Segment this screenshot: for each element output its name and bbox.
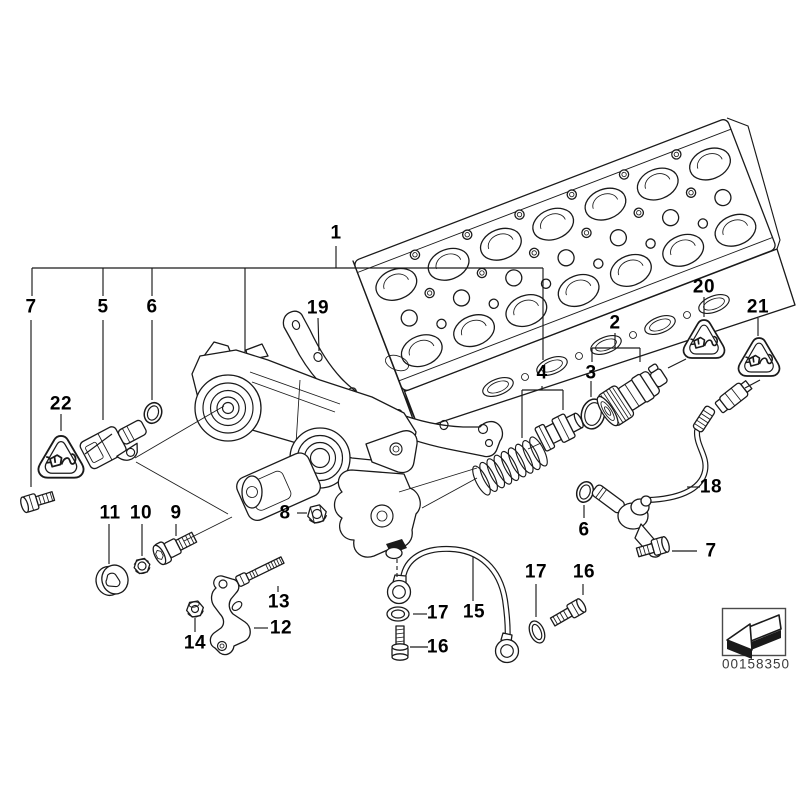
callout-13[interactable]: 13 <box>267 591 291 613</box>
timing-cover-vanos-drawing <box>191 341 421 560</box>
callout-15[interactable]: 15 <box>462 601 486 623</box>
callout-2[interactable]: 2 <box>609 312 621 334</box>
electrical-plug-cable-warning-icon <box>690 335 718 349</box>
callout-16-left[interactable]: 16 <box>426 636 450 658</box>
solenoid-valve-2-drawing <box>596 363 668 427</box>
callout-14[interactable]: 14 <box>183 632 207 654</box>
cable-boot <box>692 405 716 433</box>
callout-18[interactable]: 18 <box>699 476 723 498</box>
head-intake-ports <box>385 294 730 397</box>
callout-6-top[interactable]: 6 <box>146 296 158 318</box>
nut-14-drawing <box>185 600 205 618</box>
nut-8-drawing <box>307 504 328 524</box>
warning-triangle-22 <box>37 434 85 479</box>
cylinder-head-drawing <box>352 117 796 431</box>
camshaft-sensor-5-drawing <box>79 419 147 470</box>
warning-triangle-21 <box>737 337 781 377</box>
callout-12[interactable]: 12 <box>269 617 293 639</box>
banjo-bolt-16-left-drawing <box>391 625 409 661</box>
callout-7-top[interactable]: 7 <box>25 296 37 318</box>
callout-7-right[interactable]: 7 <box>705 540 717 562</box>
callout-11[interactable]: 11 <box>99 502 121 524</box>
washer-17-right-drawing <box>528 620 546 644</box>
callout-20[interactable]: 20 <box>692 276 716 298</box>
part-number: 00158350 <box>721 656 791 672</box>
callout-1[interactable]: 1 <box>330 222 342 244</box>
oil-pipe-15-drawing <box>386 545 520 664</box>
electrical-plug-cable-warning-icon <box>745 353 773 367</box>
nut-10-drawing <box>133 557 151 575</box>
connector-plug <box>714 380 753 414</box>
callout-9[interactable]: 9 <box>170 502 182 524</box>
banjo-bolt-16-right-drawing <box>549 598 587 627</box>
callout-17-left[interactable]: 17 <box>426 602 450 624</box>
callout-21[interactable]: 21 <box>746 296 770 318</box>
callout-10[interactable]: 10 <box>129 502 153 524</box>
callout-17-right[interactable]: 17 <box>524 561 548 583</box>
camshaft-sensor-18-drawing <box>591 380 753 558</box>
callout-16-right[interactable]: 16 <box>572 561 596 583</box>
bracket-12-drawing <box>209 575 251 656</box>
callout-8[interactable]: 8 <box>279 502 291 524</box>
sealing-cap-11-drawing <box>95 564 129 597</box>
stud-bolt-13-drawing <box>235 556 285 587</box>
spring-4-drawing <box>472 436 548 496</box>
head-nuts <box>409 149 709 330</box>
washer-17-left-drawing <box>386 606 410 622</box>
bolt-7-drawing <box>20 491 56 514</box>
screw-plug-9-drawing <box>152 531 198 566</box>
callout-6-right[interactable]: 6 <box>578 519 590 541</box>
piston-4-drawing <box>534 412 584 452</box>
callout-19[interactable]: 19 <box>306 297 330 319</box>
o-ring-6-drawing <box>143 401 163 425</box>
callout-4[interactable]: 4 <box>536 362 548 384</box>
callout-3[interactable]: 3 <box>585 362 597 384</box>
bolt-7b-drawing <box>635 536 670 558</box>
warning-triangle-20 <box>682 319 726 359</box>
leader-lines <box>30 246 761 648</box>
direction-arrow-icon <box>726 614 782 659</box>
callout-22[interactable]: 22 <box>49 393 73 415</box>
direction-arrow-box <box>721 607 787 659</box>
electrical-plug-cable-warning-icon <box>45 453 77 468</box>
callout-5[interactable]: 5 <box>97 296 109 318</box>
